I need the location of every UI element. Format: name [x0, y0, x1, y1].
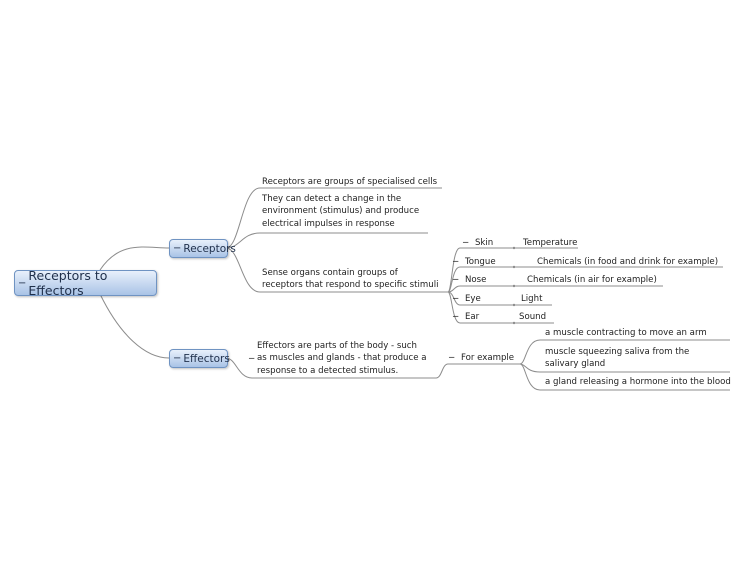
- sense-organ-tongue: − Tongue: [452, 256, 496, 268]
- ear-collapse-toggle[interactable]: −: [452, 312, 460, 322]
- nose-collapse-toggle[interactable]: −: [452, 275, 460, 285]
- effectors-label: Effectors: [183, 352, 230, 365]
- for-example-node: − For example: [448, 352, 514, 364]
- eye-label: Eye: [464, 294, 481, 304]
- eye-collapse-toggle[interactable]: −: [452, 294, 460, 304]
- effectors-note: Effectors are parts of the body - such a…: [257, 341, 427, 376]
- sense-stimulus-temperature: Temperature: [523, 238, 578, 248]
- effectors-collapse-toggle[interactable]: −: [173, 353, 182, 364]
- receptors-node[interactable]: − Receptors: [169, 239, 236, 258]
- sense-organ-skin: − Skin: [462, 237, 493, 249]
- tongue-collapse-toggle[interactable]: −: [452, 257, 460, 267]
- sense-stimulus-light: Light: [521, 294, 543, 304]
- sense-stimulus-chemicals-food: Chemicals (in food and drink for example…: [537, 257, 719, 267]
- nose-label: Nose: [464, 275, 487, 285]
- effectors-note-collapse-toggle[interactable]: −: [248, 354, 256, 364]
- root-node[interactable]: − Receptors to Effectors: [14, 268, 157, 298]
- receptors-note-2: They can detect a change in the environm…: [262, 194, 420, 229]
- receptors-collapse-toggle[interactable]: −: [173, 243, 182, 254]
- sense-organ-nose: − Nose: [452, 274, 486, 286]
- example-2: muscle squeezing saliva from the salivar…: [545, 347, 690, 370]
- skin-collapse-toggle[interactable]: −: [462, 238, 470, 248]
- example-1: a muscle contracting to move an arm: [545, 328, 707, 338]
- effectors-node[interactable]: − Effectors: [169, 349, 230, 368]
- root-label: Receptors to Effectors: [28, 268, 108, 298]
- for-example-collapse-toggle[interactable]: −: [448, 353, 456, 363]
- example-3: a gland releasing a hormone into the blo…: [545, 377, 731, 387]
- receptors-note-3: Sense organs contain groups of receptors…: [262, 268, 439, 291]
- receptors-label: Receptors: [183, 242, 236, 255]
- skin-label: Skin: [474, 238, 494, 248]
- ear-label: Ear: [464, 312, 480, 322]
- sense-organ-ear: − Ear: [452, 311, 479, 323]
- tongue-label: Tongue: [464, 257, 496, 267]
- for-example-label: For example: [460, 353, 515, 363]
- sense-organ-eye: − Eye: [452, 293, 481, 305]
- root-collapse-toggle[interactable]: −: [18, 277, 27, 289]
- receptors-note-1: Receptors are groups of specialised cell…: [262, 177, 438, 187]
- sense-stimulus-chemicals-air: Chemicals (in air for example): [527, 275, 657, 285]
- sense-stimulus-sound: Sound: [519, 312, 547, 322]
